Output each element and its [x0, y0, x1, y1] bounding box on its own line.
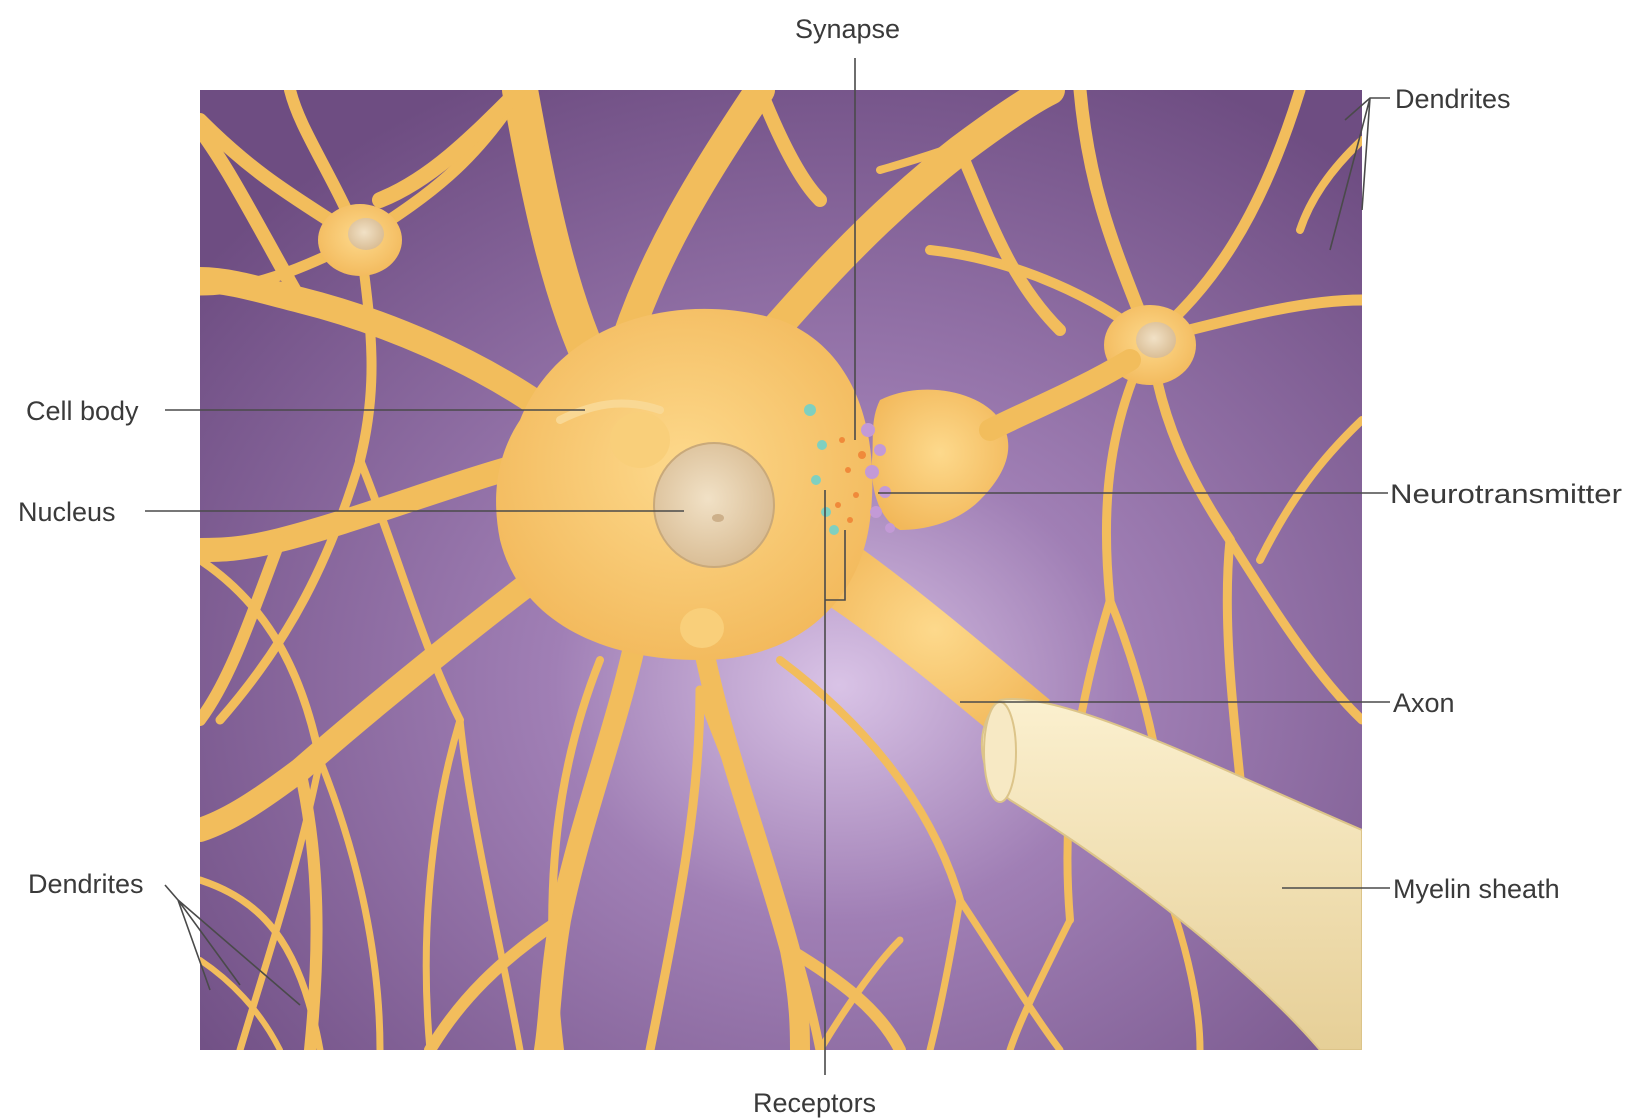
label-neurotransmitter: Neurotransmitter — [1390, 479, 1622, 509]
label-receptors: Receptors — [753, 1088, 876, 1118]
label-myelin-sheath: Myelin sheath — [1393, 874, 1560, 904]
nucleus-shape — [654, 443, 774, 567]
label-synapse: Synapse — [795, 14, 900, 44]
label-cell-body: Cell body — [26, 396, 139, 426]
label-dendrites-top: Dendrites — [1395, 84, 1511, 114]
label-nucleus: Nucleus — [18, 497, 116, 527]
illustration-panel — [200, 90, 1362, 1050]
label-axon: Axon — [1393, 688, 1455, 718]
small-neuron-top-left — [318, 204, 402, 276]
label-dendrites-bottom: Dendrites — [28, 869, 144, 899]
